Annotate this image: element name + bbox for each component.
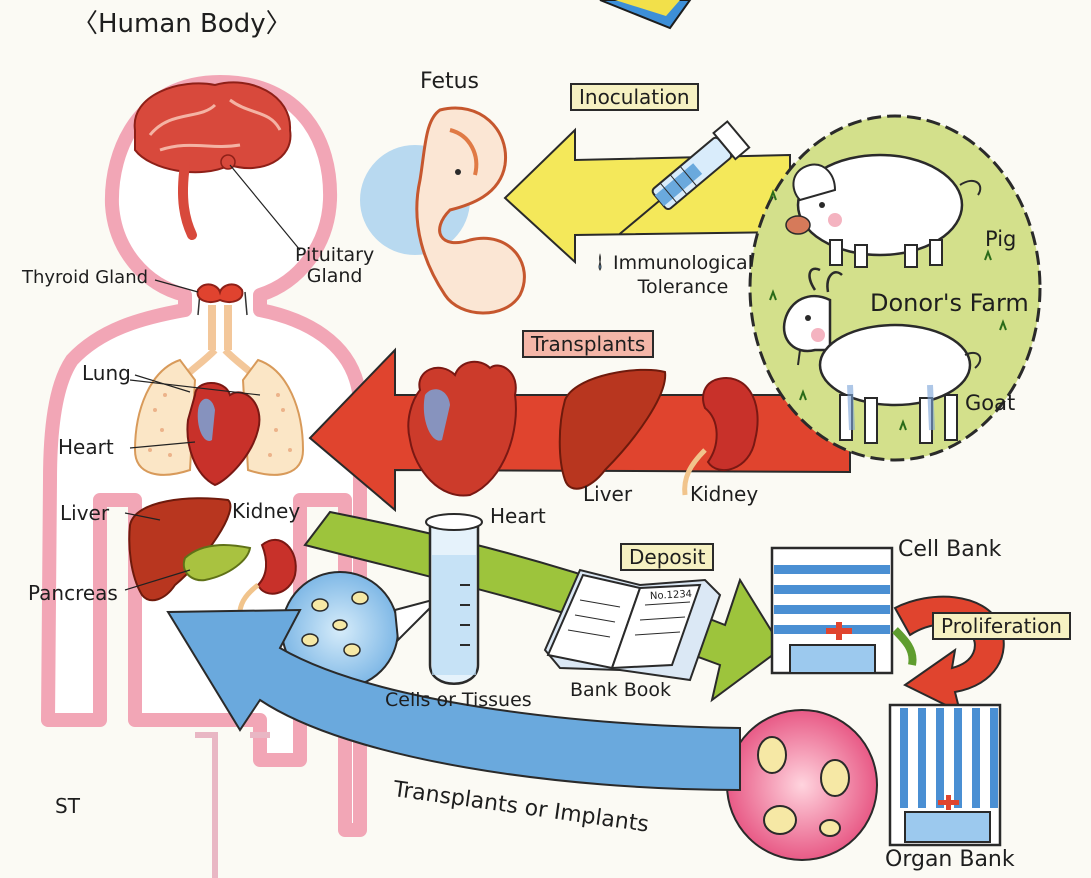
label-pig: Pig bbox=[985, 228, 1016, 251]
label-organ-bank: Organ Bank bbox=[885, 848, 1015, 872]
label-cells-or-tissues: Cells or Tissues bbox=[385, 690, 532, 711]
label-heart: Heart bbox=[58, 436, 114, 458]
label-thyroid-gland: Thyroid Gland bbox=[22, 268, 148, 288]
label-transplants: Transplants bbox=[522, 330, 654, 358]
artist-signature: ST bbox=[55, 795, 80, 817]
label-proliferation: Proliferation bbox=[932, 612, 1071, 640]
label-transplant-heart: Heart bbox=[490, 505, 546, 527]
cell-bank-building bbox=[772, 548, 892, 673]
label-transplant-liver: Liver bbox=[583, 483, 632, 505]
proliferated-cells-circle bbox=[727, 710, 877, 860]
label-immunological-tolerance: Immunological Tolerance bbox=[613, 252, 753, 300]
label-lung: Lung bbox=[82, 362, 131, 384]
label-goat: Goat bbox=[965, 392, 1015, 415]
label-bank-book: Bank Book bbox=[570, 680, 671, 701]
page-title: 〈Human Body〉 bbox=[72, 10, 292, 39]
label-cell-bank: Cell Bank bbox=[898, 538, 1001, 562]
fetus-figure bbox=[417, 108, 525, 313]
organ-bank-building bbox=[890, 705, 1000, 845]
label-kidney: Kidney bbox=[232, 500, 300, 522]
label-liver: Liver bbox=[60, 502, 109, 524]
label-donors-farm: Donor's Farm bbox=[870, 290, 1029, 316]
label-pituitary-gland: Pituitary Gland bbox=[295, 245, 374, 287]
label-transplant-kidney: Kidney bbox=[690, 483, 758, 505]
test-tube-icon bbox=[426, 514, 482, 684]
label-fetus: Fetus bbox=[420, 70, 479, 94]
bank-book-number: No.1234 bbox=[650, 589, 693, 602]
label-deposit: Deposit bbox=[620, 543, 714, 571]
pituitary-gland bbox=[221, 155, 235, 169]
transplant-heart bbox=[408, 362, 516, 496]
label-inoculation: Inoculation bbox=[570, 83, 699, 111]
label-pancreas: Pancreas bbox=[28, 582, 118, 604]
